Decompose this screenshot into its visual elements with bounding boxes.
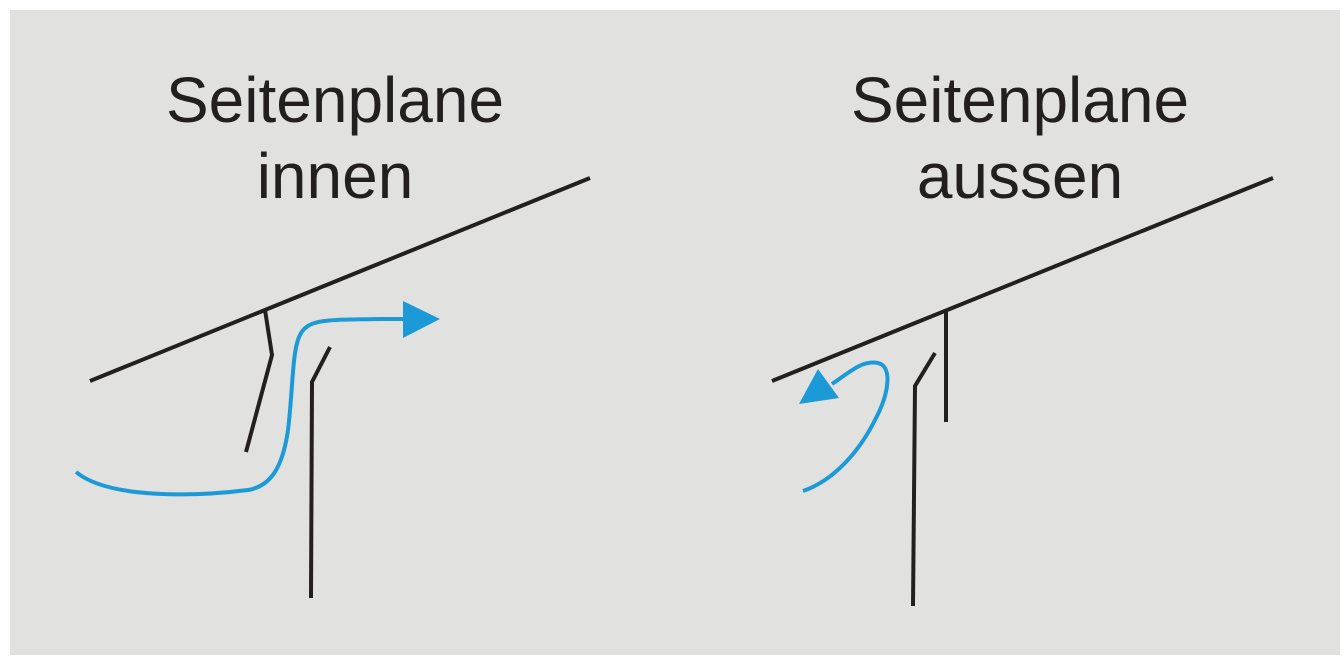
airflow-arrow-icon bbox=[403, 301, 440, 338]
panel-right-title-line1: Seitenplane bbox=[850, 64, 1190, 136]
panel-right-drawing bbox=[771, 176, 1274, 607]
diagram-background bbox=[10, 10, 1340, 655]
panel-left-title-line2: innen bbox=[256, 140, 414, 212]
wall-post-left bbox=[309, 346, 332, 599]
panel-left-title: Seitenplane innen bbox=[100, 62, 570, 214]
wall-post-right bbox=[911, 351, 937, 607]
side-tarp-left bbox=[244, 309, 275, 453]
airflow-path-left bbox=[74, 317, 405, 497]
panel-right-title-line2: aussen bbox=[916, 140, 1124, 212]
panel-right-title: Seitenplane aussen bbox=[775, 62, 1265, 214]
airflow-arrow-icon bbox=[799, 369, 839, 404]
panel-left-drawing bbox=[74, 176, 591, 599]
panel-left-title-line1: Seitenplane bbox=[165, 64, 505, 136]
roof-line-right bbox=[771, 176, 1274, 383]
roof-line-left bbox=[89, 176, 591, 383]
airflow-path-right bbox=[802, 360, 890, 493]
